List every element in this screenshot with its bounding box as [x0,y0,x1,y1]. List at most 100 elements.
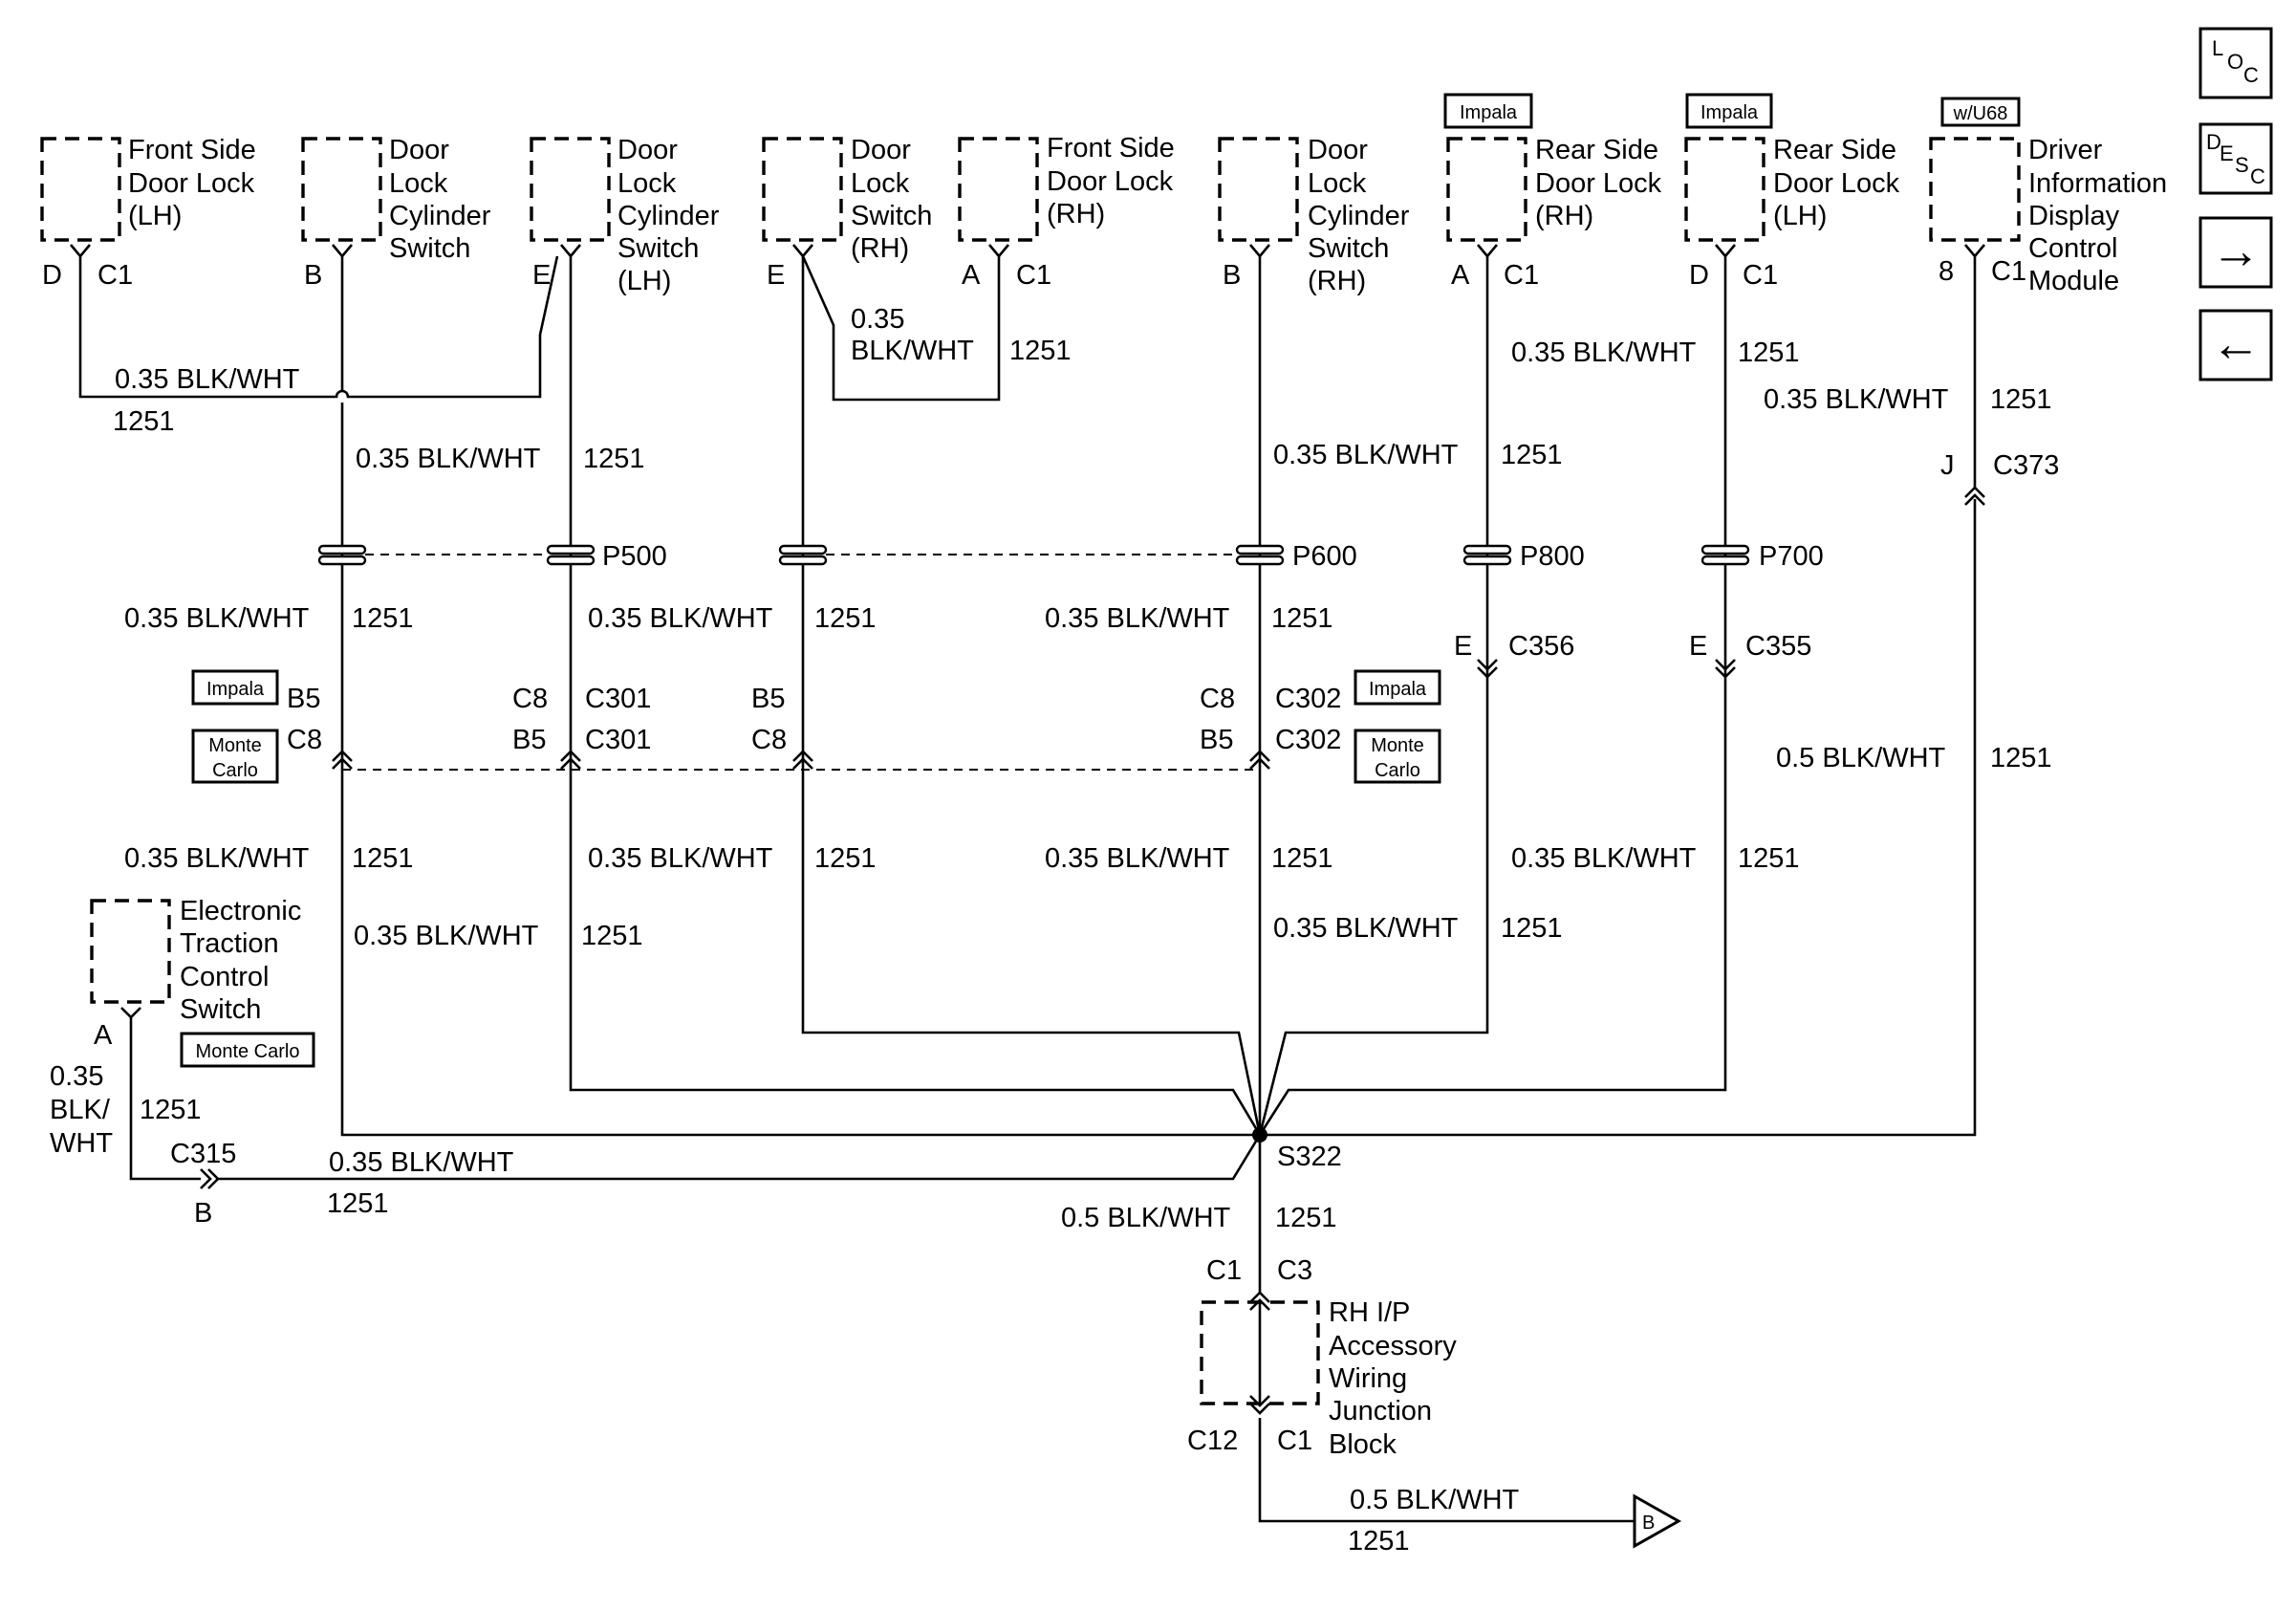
svg-text:C302: C302 [1275,684,1341,714]
svg-text:C373: C373 [1993,450,2059,481]
svg-text:Door Lock: Door Lock [1535,168,1662,199]
svg-text:BLK/WHT: BLK/WHT [851,336,974,366]
svg-text:1251: 1251 [327,1188,389,1219]
option-tag-monte-carlo-etc: Monte Carlo [180,1032,315,1068]
svg-text:0.35 BLK/WHT: 0.35 BLK/WHT [329,1147,514,1178]
svg-text:D: D [2206,130,2221,154]
svg-text:C1: C1 [1504,260,1539,291]
svg-text:C8: C8 [287,725,322,755]
svg-text:C8: C8 [512,684,548,714]
svg-text:Carlo: Carlo [1375,760,1420,781]
svg-text:(RH): (RH) [851,233,909,264]
component-rear-side-door-lock-lh: Rear Side Door Lock (LH) [1684,135,1900,242]
terminal-marks [70,244,1985,1415]
svg-text:RH I/P: RH I/P [1329,1297,1410,1328]
svg-text:E: E [767,260,785,291]
svg-text:C356: C356 [1508,631,1574,662]
svg-text:1251: 1251 [1348,1526,1410,1557]
next-arrow-button[interactable]: → [2199,216,2273,289]
svg-text:C12: C12 [1187,1426,1238,1456]
svg-text:O: O [2227,50,2243,74]
svg-text:E: E [2220,142,2234,165]
svg-text:0.35 BLK/WHT: 0.35 BLK/WHT [588,603,773,634]
option-tag-impala-left: Impala [191,669,279,706]
svg-text:(LH): (LH) [1773,201,1827,231]
svg-text:Monte Carlo: Monte Carlo [196,1041,300,1062]
svg-text:Carlo: Carlo [212,760,258,781]
component-door-lock-cylinder-switch-lh: Door Lock Cylinder Switch (LH) [530,135,720,296]
svg-text:Monte: Monte [208,735,262,756]
svg-text:Switch: Switch [1308,233,1389,264]
svg-text:A: A [962,260,981,291]
svg-text:0.35: 0.35 [50,1061,103,1092]
desc-button[interactable]: D E S C [2199,122,2273,195]
option-tag-wu68: w/U68 [1940,97,2021,127]
svg-text:1251: 1251 [1990,743,2052,773]
svg-text:Driver: Driver [2028,135,2103,165]
svg-text:Display: Display [2028,201,2120,231]
svg-text:C315: C315 [170,1139,236,1169]
svg-text:1251: 1251 [1275,1203,1337,1233]
svg-text:Control: Control [180,962,270,992]
svg-text:Lock: Lock [389,168,448,199]
pin-labels: D C1 B E E A C1 B A C1 D C1 8 C1 J E E B… [42,256,2026,1456]
svg-text:Switch: Switch [617,233,699,264]
inline-connectors [317,544,1750,566]
svg-text:B: B [1223,260,1241,291]
svg-text:0.35 BLK/WHT: 0.35 BLK/WHT [1273,440,1459,470]
svg-text:0.35 BLK/WHT: 0.35 BLK/WHT [124,603,310,634]
svg-text:1251: 1251 [352,843,414,874]
svg-text:Cylinder: Cylinder [389,201,491,231]
svg-text:A: A [94,1020,113,1051]
svg-text:Impala: Impala [1460,102,1518,123]
svg-text:Impala: Impala [206,679,265,700]
svg-text:Wiring: Wiring [1329,1363,1407,1394]
svg-text:1251: 1251 [1738,337,1800,368]
svg-text:1251: 1251 [1271,603,1333,634]
svg-text:C1: C1 [1016,260,1051,291]
option-tag-impala-rear-rh: Impala [1443,93,1533,129]
svg-text:Impala: Impala [1369,679,1427,700]
prev-arrow-button[interactable]: ← [2199,309,2273,381]
svg-text:0.35 BLK/WHT: 0.35 BLK/WHT [1511,337,1697,368]
svg-text:E: E [1689,631,1707,662]
svg-text:Lock: Lock [851,168,910,199]
svg-text:E: E [532,260,551,291]
wire-labels: 0.35 BLK/WHT 1251 0.35 BLK/WHT 1251 0.35… [50,304,2052,1557]
svg-text:1251: 1251 [1738,843,1800,874]
svg-text:B5: B5 [751,684,785,714]
svg-text:BLK/: BLK/ [50,1095,111,1125]
component-rh-ip-accessory-wiring-junction-block: RH I/P Accessory Wiring Junction Block [1200,1297,1457,1460]
svg-text:S322: S322 [1277,1142,1342,1172]
svg-text:w/U68: w/U68 [1953,103,2008,124]
svg-text:P800: P800 [1520,541,1585,572]
svg-text:C1: C1 [1991,256,2026,287]
option-tag-impala-right: Impala [1354,669,1441,706]
svg-text:1251: 1251 [1990,384,2052,415]
svg-text:1251: 1251 [113,406,175,437]
svg-text:B: B [1642,1513,1655,1534]
svg-text:P700: P700 [1759,541,1824,572]
svg-text:C8: C8 [751,725,787,755]
svg-text:L: L [2212,36,2223,60]
option-tag-monte-carlo-left: Monte Carlo [191,729,279,784]
loc-button[interactable]: L O C [2199,27,2273,99]
svg-text:C3: C3 [1277,1255,1312,1286]
svg-text:(RH): (RH) [1308,266,1366,296]
svg-text:0.35 BLK/WHT: 0.35 BLK/WHT [1045,603,1230,634]
svg-text:C301: C301 [585,725,651,755]
arrow-right-icon: → [2211,224,2261,279]
svg-text:0.35: 0.35 [851,304,904,335]
svg-text:B5: B5 [287,684,320,714]
svg-text:Lock: Lock [1308,168,1367,199]
svg-text:C1: C1 [1206,1255,1242,1286]
svg-text:B5: B5 [1200,725,1233,755]
svg-text:C355: C355 [1745,631,1811,662]
svg-text:Cylinder: Cylinder [1308,201,1410,231]
offpage-arrow [1633,1493,1682,1549]
svg-text:C1: C1 [97,260,133,291]
svg-text:(RH): (RH) [1535,201,1593,231]
component-electronic-traction-control-switch: Electronic Traction Control Switch [90,896,301,1025]
svg-text:Block: Block [1329,1429,1397,1460]
